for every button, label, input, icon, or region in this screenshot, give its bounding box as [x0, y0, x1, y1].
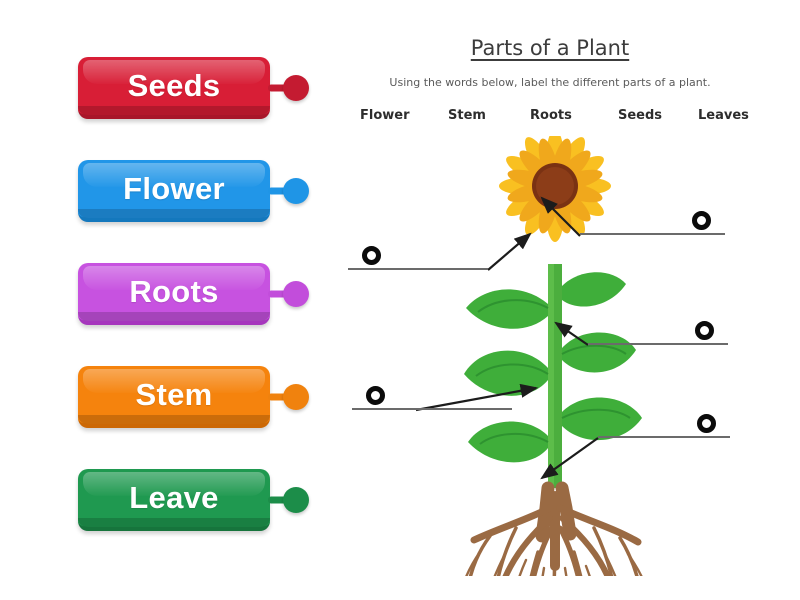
draggable-label-roots[interactable]: Roots: [78, 263, 270, 325]
tile-drag-handle[interactable]: [283, 178, 309, 204]
word-bank-item: Roots: [530, 108, 572, 123]
word-bank-item: Seeds: [618, 108, 663, 123]
label-text: Seeds: [127, 68, 221, 103]
leaf-right-lower: [562, 397, 642, 441]
leaf-right-upper: [562, 272, 626, 307]
label-text: Flower: [123, 171, 225, 206]
label-tile-row: Leave: [78, 469, 313, 531]
word-bank-item: Leaves: [698, 108, 749, 123]
drop-target-ring[interactable]: [697, 414, 716, 433]
worksheet-title: Parts of a Plant: [470, 36, 630, 60]
answer-line: [580, 233, 725, 235]
slot-flower[interactable]: [348, 226, 488, 270]
slot-leaf-lower[interactable]: [352, 366, 512, 410]
drop-target-ring[interactable]: [692, 211, 711, 230]
slot-leaf-upper[interactable]: [588, 301, 728, 345]
tile-connector: [268, 84, 290, 92]
tile-drag-handle[interactable]: [283, 384, 309, 410]
answer-line: [352, 408, 512, 410]
tile-drag-handle[interactable]: [283, 75, 309, 101]
tile-connector: [268, 290, 290, 298]
label-text: Roots: [129, 274, 219, 309]
tile-connector: [268, 393, 290, 401]
leaf-left-lower: [468, 421, 548, 463]
slot-seeds[interactable]: [580, 191, 725, 235]
tile-drag-handle[interactable]: [283, 487, 309, 513]
label-text: Leave: [129, 480, 219, 515]
drop-target-ring[interactable]: [695, 321, 714, 340]
answer-line: [598, 436, 730, 438]
worksheet-image: Parts of a Plant Using the words below, …: [330, 26, 770, 586]
word-bank: Flower Stem Roots Seeds Leaves: [330, 108, 770, 128]
root-system: [465, 481, 643, 576]
draggable-label-stem[interactable]: Stem: [78, 366, 270, 428]
worksheet-instructions: Using the words below, label the differe…: [389, 76, 711, 89]
answer-line: [348, 268, 488, 270]
draggable-label-seeds[interactable]: Seeds: [78, 57, 270, 119]
tile-connector: [268, 187, 290, 195]
answer-line: [588, 343, 728, 345]
label-tile-row: Flower: [78, 160, 313, 222]
label-text: Stem: [135, 377, 213, 412]
label-tile-row: Roots: [78, 263, 313, 325]
label-tile-row: Seeds: [78, 57, 313, 119]
slot-roots[interactable]: [598, 394, 730, 438]
word-bank-item: Stem: [448, 108, 486, 123]
word-bank-item: Flower: [360, 108, 410, 123]
drop-target-ring[interactable]: [366, 386, 385, 405]
drop-target-ring[interactable]: [362, 246, 381, 265]
leaf-left-upper: [466, 289, 548, 329]
draggable-label-flower[interactable]: Flower: [78, 160, 270, 222]
tile-connector: [268, 496, 290, 504]
tile-drag-handle[interactable]: [283, 281, 309, 307]
draggable-label-leave[interactable]: Leave: [78, 469, 270, 531]
label-tile-row: Stem: [78, 366, 313, 428]
